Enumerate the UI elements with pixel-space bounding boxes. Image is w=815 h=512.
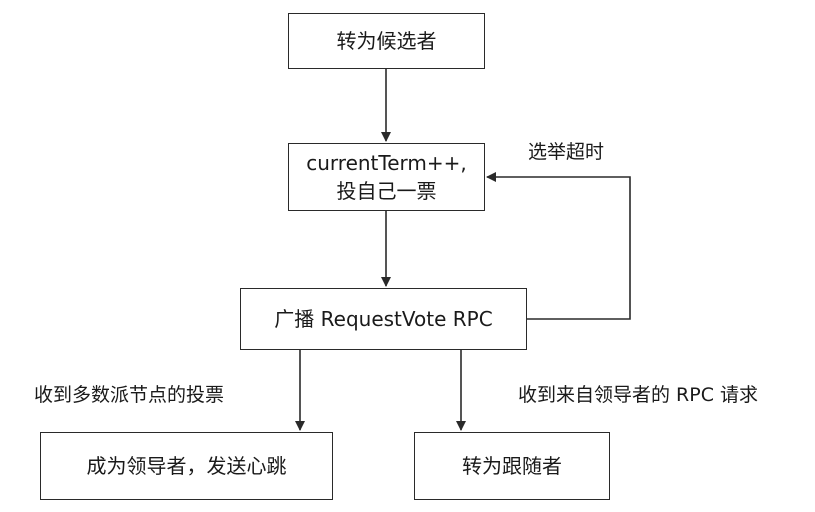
edge-label-majority-votes: 收到多数派节点的投票 bbox=[34, 384, 225, 406]
arrow-election-timeout-loop bbox=[486, 172, 631, 320]
node-increment-term-line2: 投自己一票 bbox=[336, 179, 437, 203]
edge-label-election-timeout: 选举超时 bbox=[528, 141, 605, 163]
node-broadcast-requestvote: 广播 RequestVote RPC bbox=[240, 288, 527, 350]
edge-label-leader-rpc: 收到来自领导者的 RPC 请求 bbox=[518, 384, 759, 406]
node-become-follower-label: 转为跟随者 bbox=[462, 454, 562, 478]
node-become-candidate-label: 转为候选者 bbox=[336, 29, 437, 53]
node-become-candidate: 转为候选者 bbox=[288, 13, 485, 69]
node-become-leader: 成为领导者，发送心跳 bbox=[40, 432, 333, 500]
node-become-leader-label: 成为领导者，发送心跳 bbox=[86, 454, 287, 478]
node-become-follower: 转为跟随者 bbox=[414, 432, 610, 500]
node-increment-term: currentTerm++, 投自己一票 bbox=[288, 143, 485, 211]
node-increment-term-line1: currentTerm++, bbox=[306, 151, 467, 175]
node-broadcast-label: 广播 RequestVote RPC bbox=[274, 307, 493, 331]
